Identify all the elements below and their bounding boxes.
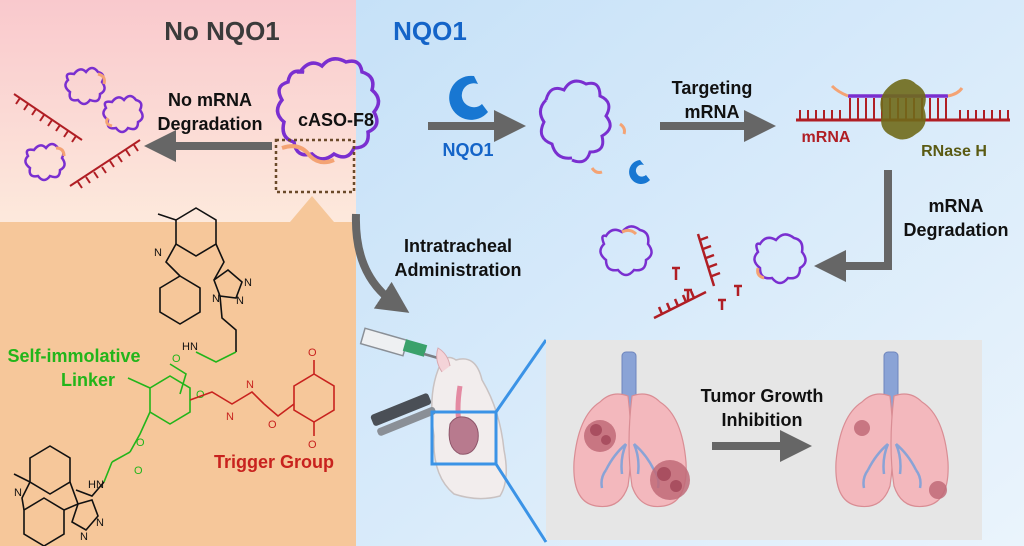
caso-f8-label: cASO-F8 xyxy=(298,110,374,130)
arrow-administration xyxy=(351,213,410,313)
released-caso-2 xyxy=(753,233,807,285)
chem-atom-n-trigger-1: N xyxy=(226,411,234,423)
chem-atom-o-linker-2: O xyxy=(134,465,143,477)
nqo1-enzyme-large xyxy=(449,75,488,120)
chem-atom-o-carbamate-2: O xyxy=(196,389,205,401)
chem-atom-n-triazole-3: N xyxy=(212,293,220,305)
caso-f8-trigger-segment xyxy=(281,144,335,165)
chem-atom-hn-top: HN xyxy=(182,341,198,353)
arrow-degradation xyxy=(814,170,892,282)
left-caso-loop-2 xyxy=(102,94,144,134)
chem-atom-n-trigger-2: N xyxy=(246,379,254,391)
chem-atom-hn-bottom: HN xyxy=(88,479,104,491)
activated-caso-tail-2 xyxy=(590,167,603,174)
tumor-label-2: Inhibition xyxy=(722,410,803,430)
left-mrna-strand-1 xyxy=(13,93,83,143)
zoom-line-bottom xyxy=(494,463,548,543)
targeting-label-2: mRNA xyxy=(684,102,739,122)
activated-caso-tail-1 xyxy=(619,122,626,135)
chem-atom-o-trigger-2: O xyxy=(308,439,317,451)
activated-caso xyxy=(544,79,612,164)
left-panel-bg xyxy=(0,0,356,222)
no-degradation-label-1: No mRNA xyxy=(168,90,252,110)
left-caso-loop-3 xyxy=(24,142,66,182)
mrna-fragments xyxy=(653,233,742,320)
no-degradation-label-2: Degradation xyxy=(157,114,262,134)
chem-atom-o-trigger-1: O xyxy=(308,347,317,359)
left-caso-loop-2-tail xyxy=(105,117,113,128)
released-caso-1 xyxy=(599,225,653,277)
degradation-label-2: Degradation xyxy=(903,220,1008,240)
chem-atom-n-top: N xyxy=(154,247,162,259)
degradation-label-1: mRNA xyxy=(928,196,983,216)
released-caso-1-tail xyxy=(621,228,638,236)
highlight-box xyxy=(274,138,356,194)
tumor-label-1: Tumor Growth xyxy=(701,386,824,406)
chemistry-panel-bg xyxy=(0,222,356,546)
chem-atom-o-trigger-3: O xyxy=(268,419,277,431)
chem-atom-n-bottom: N xyxy=(14,487,22,499)
rnase-h-label: RNase H xyxy=(921,143,987,160)
chem-atom-n-triazole-1: N xyxy=(244,277,252,289)
admin-label-2: Administration xyxy=(394,260,521,280)
left-panel-title: No NQO1 xyxy=(164,16,280,46)
chem-atom-n-bottom-triazole-2: N xyxy=(80,531,88,543)
chem-atom-o-linker: O xyxy=(136,437,145,449)
chem-structure: N N N N HN O O O O N N O O O xyxy=(13,207,335,546)
mrna-label: mRNA xyxy=(802,129,851,146)
admin-label-1: Intratracheal xyxy=(404,236,512,256)
linker-label-2: Linker xyxy=(61,370,115,390)
trigger-label: Trigger Group xyxy=(214,452,334,472)
activated-caso-left xyxy=(539,98,573,160)
left-caso-loop-1 xyxy=(64,66,106,106)
syringe-illustration xyxy=(359,327,453,364)
released-caso-2-tail xyxy=(756,267,765,280)
callout-pointer xyxy=(290,196,334,222)
left-caso-loop-3-tail xyxy=(55,146,66,157)
lung-zoom-box xyxy=(430,410,498,466)
rnase-h-enzyme xyxy=(880,79,926,140)
treated-lung xyxy=(835,351,949,508)
targeting-label-1: Targeting xyxy=(672,78,753,98)
chem-atom-n-bottom-triazole-1: N xyxy=(96,517,104,529)
right-panel-title: NQO1 xyxy=(393,16,467,46)
linker-label-1: Self-immolative xyxy=(7,346,140,366)
chem-atom-o-carbamate-1: O xyxy=(172,353,181,365)
chem-atom-n-triazole-2: N xyxy=(236,295,244,307)
tumor-lung xyxy=(573,351,690,508)
left-caso-loop-1-tail xyxy=(97,72,106,85)
zoom-line-top xyxy=(494,339,548,413)
nqo1-enzyme-small xyxy=(629,160,650,184)
nqo1-arrow-label: NQO1 xyxy=(442,140,493,160)
left-mrna-strand-2 xyxy=(69,139,141,189)
